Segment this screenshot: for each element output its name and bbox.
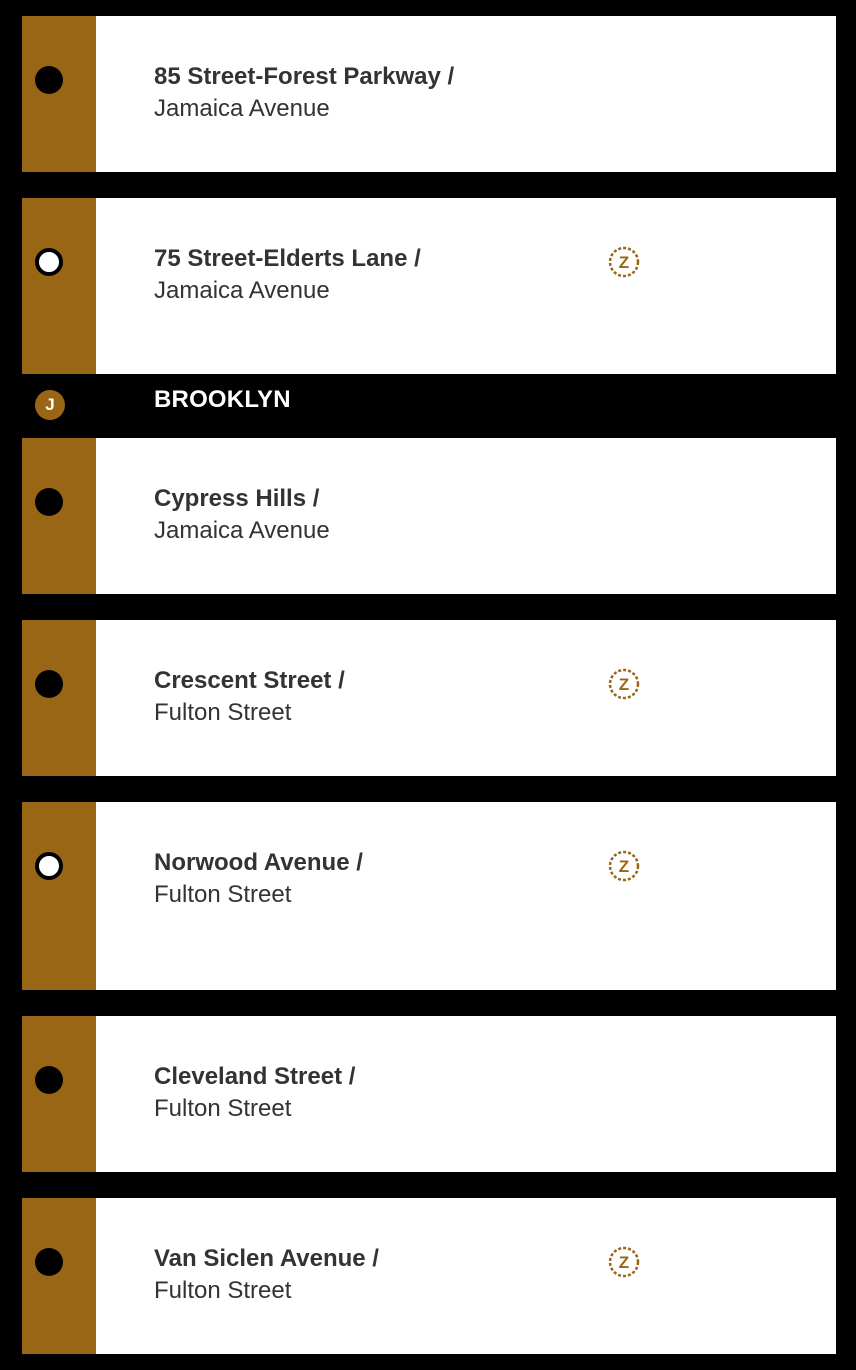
station-name: 85 Street-Forest Parkway / Jamaica Avenu… [154, 61, 454, 125]
station-name-primary: Cleveland Street / [154, 1063, 356, 1090]
stop-dot-icon [35, 1248, 63, 1276]
station-name-primary: 75 Street-Elderts Lane / [154, 245, 421, 272]
station-name-primary: Cypress Hills / [154, 485, 320, 512]
stop-dot-open-icon [35, 248, 63, 276]
line-bar [22, 1016, 96, 1172]
station-name: Cleveland Street / Fulton Street [154, 1061, 355, 1125]
stop-dot-open-icon [35, 852, 63, 880]
station-name-primary: Van Siclen Avenue / [154, 1245, 379, 1272]
line-bar [22, 438, 96, 594]
z-train-icon[interactable]: Z [608, 668, 640, 700]
station-row[interactable]: Van Siclen Avenue / Fulton Street Z [22, 1198, 836, 1354]
transfer-route-label: Z [619, 675, 629, 694]
station-name-secondary: Fulton Street [154, 881, 292, 908]
station-name: Cypress Hills / Jamaica Avenue [154, 483, 330, 547]
station-name: Van Siclen Avenue / Fulton Street [154, 1243, 379, 1307]
station-name-secondary: Jamaica Avenue [154, 517, 330, 544]
line-bar [22, 1198, 96, 1354]
borough-label: BROOKLYN [154, 386, 291, 413]
borough-header: J BROOKLYN [0, 374, 856, 438]
station-row[interactable]: 85 Street-Forest Parkway / Jamaica Avenu… [22, 16, 836, 172]
z-train-icon[interactable]: Z [608, 850, 640, 882]
station-name-primary: 85 Street-Forest Parkway / [154, 63, 455, 90]
stop-dot-icon [35, 66, 63, 94]
transfer-route-label: Z [619, 857, 629, 876]
station-name: 75 Street-Elderts Lane / Jamaica Avenue [154, 243, 421, 307]
line-bar [22, 198, 96, 374]
station-name-primary: Norwood Avenue / [154, 849, 363, 876]
z-train-icon[interactable]: Z [608, 1246, 640, 1278]
station-row[interactable]: Cleveland Street / Fulton Street [22, 1016, 836, 1172]
line-bar [22, 802, 96, 990]
station-row[interactable]: Crescent Street / Fulton Street Z [22, 620, 836, 776]
station-name-primary: Crescent Street / [154, 667, 345, 694]
stop-dot-icon [35, 670, 63, 698]
station-row[interactable]: 75 Street-Elderts Lane / Jamaica Avenue … [22, 198, 836, 374]
line-bar [22, 16, 96, 172]
station-name-secondary: Jamaica Avenue [154, 277, 330, 304]
station-name-secondary: Fulton Street [154, 699, 292, 726]
station-row[interactable]: Norwood Avenue / Fulton Street Z [22, 802, 836, 990]
station-name-secondary: Fulton Street [154, 1277, 292, 1304]
station-name: Norwood Avenue / Fulton Street [154, 847, 363, 911]
j-route-bullet-icon: J [35, 390, 65, 420]
stop-dot-icon [35, 1066, 63, 1094]
transfer-route-label: Z [619, 253, 629, 272]
station-name-secondary: Jamaica Avenue [154, 95, 330, 122]
station-row[interactable]: Cypress Hills / Jamaica Avenue [22, 438, 836, 594]
station-name: Crescent Street / Fulton Street [154, 665, 345, 729]
transfer-route-label: Z [619, 1253, 629, 1272]
z-train-icon[interactable]: Z [608, 246, 640, 278]
station-name-secondary: Fulton Street [154, 1095, 292, 1122]
stop-dot-icon [35, 488, 63, 516]
line-bar [22, 620, 96, 776]
